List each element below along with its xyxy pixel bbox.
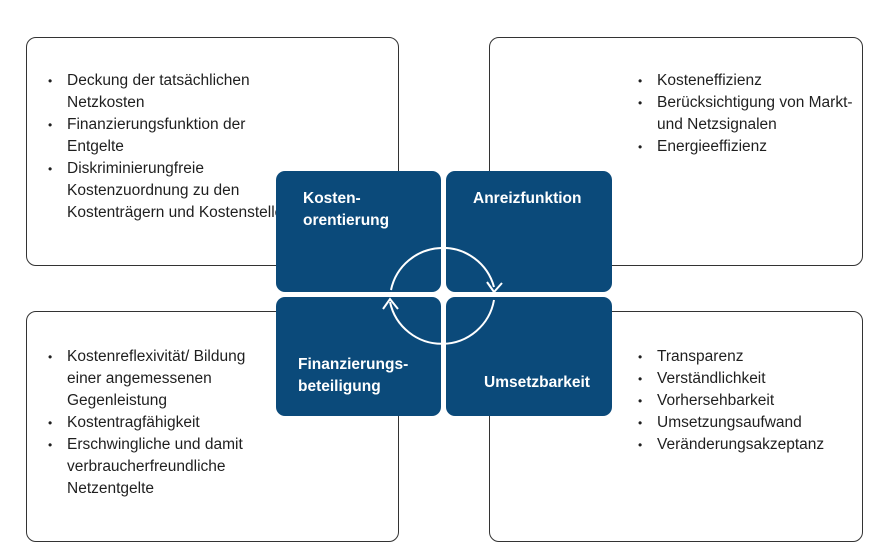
list-item: Kosteneffizienz — [635, 70, 855, 92]
list-item: Berücksichtigung von Markt- und Netzsign… — [635, 92, 855, 136]
tile-label-line: orentierung — [303, 212, 390, 229]
list-item: Kostenreflexivität/ Bildung einer angeme… — [45, 346, 275, 412]
tile-label-line: Umsetzbarkeit — [484, 374, 590, 391]
list-item: Veränderungsakzeptanz — [635, 434, 855, 456]
list-item: Finanzierungsfunktion der Entgelte — [45, 114, 305, 158]
list-item: Verständlichkeit — [635, 368, 855, 390]
tile-finanzierungsbeteiligung: Finanzierungs- beteiligung — [276, 297, 441, 416]
tile-label: Umsetzbarkeit — [484, 372, 590, 394]
bullet-list-bottom-right: Transparenz Verständlichkeit Vorhersehba… — [635, 346, 855, 456]
tile-label-line: Finanzierungs- — [298, 356, 409, 373]
tile-label: Anreizfunktion — [473, 188, 582, 210]
tile-label: Finanzierungs- beteiligung — [298, 354, 408, 398]
list-item: Transparenz — [635, 346, 855, 368]
list-item: Kostentragfähigkeit — [45, 412, 275, 434]
tile-label: Kosten- orentierung — [303, 188, 389, 232]
tile-label-line: Anreizfunktion — [473, 190, 582, 207]
list-item: Energieeffizienz — [635, 136, 855, 158]
tile-kostenorientierung: Kosten- orentierung — [276, 171, 441, 292]
list-item: Erschwingliche und damit verbraucherfreu… — [45, 434, 275, 500]
list-item: Vorhersehbarkeit — [635, 390, 855, 412]
tile-umsetzbarkeit: Umsetzbarkeit — [446, 297, 612, 416]
tile-anreizfunktion: Anreizfunktion — [446, 171, 612, 292]
tile-label-line: Kosten- — [303, 190, 361, 207]
bullet-list-bottom-left: Kostenreflexivität/ Bildung einer angeme… — [45, 346, 275, 500]
list-item: Diskriminierungfreie Kostenzuordnung zu … — [45, 158, 305, 224]
bullet-list-top-left: Deckung der tatsächlichen Netzkosten Fin… — [45, 70, 305, 224]
bullet-list-top-right: Kosteneffizienz Berücksichtigung von Mar… — [635, 70, 855, 158]
list-item: Umsetzungsaufwand — [635, 412, 855, 434]
list-item: Deckung der tatsächlichen Netzkosten — [45, 70, 305, 114]
tile-label-line: beteiligung — [298, 378, 381, 395]
box-top-left: Deckung der tatsächlichen Netzkosten Fin… — [26, 37, 399, 266]
